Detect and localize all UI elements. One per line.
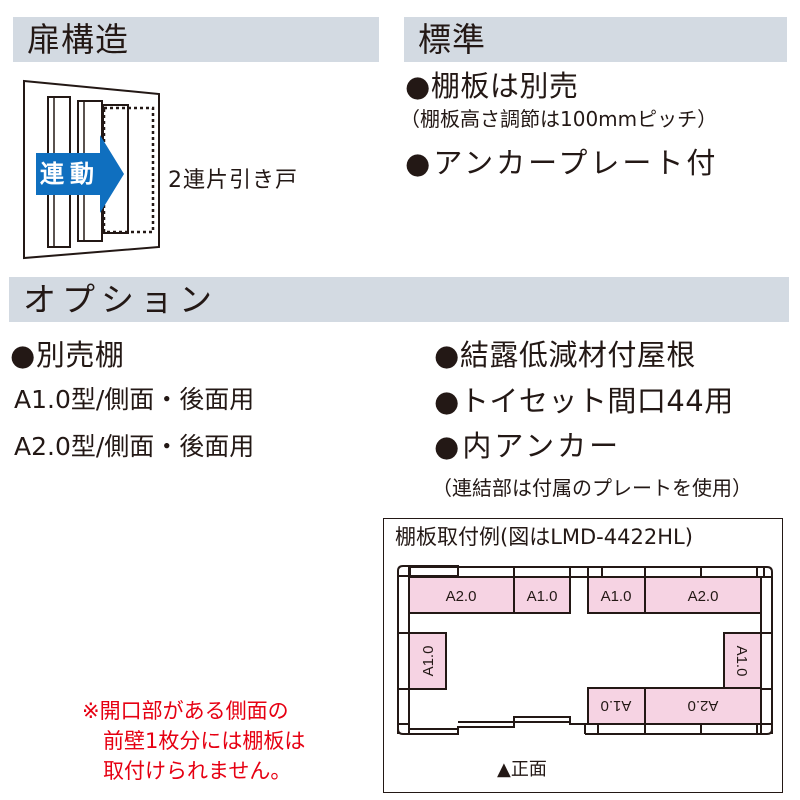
shelf-top-left-a1: A1.0 — [527, 588, 558, 605]
door-diagram-icon — [23, 79, 160, 260]
linked-motion-badge: 連動 — [40, 160, 100, 188]
option-inner-anchor-note: （連結部は付属のプレートを使用） — [432, 476, 752, 500]
shelf-left-side-a1: A1.0 — [420, 646, 437, 677]
option-toilet-set: トイセット間口44用 — [434, 384, 734, 418]
shelf-top-left-a2: A2.0 — [446, 588, 477, 605]
warning-line-1: ※開口部がある側面の — [82, 699, 289, 723]
standard-item-shelf: 棚板は別売 — [405, 69, 578, 103]
front-direction-label: ▲正面 — [497, 759, 547, 780]
door-type-label: 2連片引き戸 — [168, 168, 298, 193]
option-separate-shelf: 別売棚 — [10, 338, 124, 372]
option-roof: 結露低減材付屋根 — [434, 338, 696, 372]
shelf-example-panel — [383, 518, 783, 793]
option-inner-anchor: 内アンカー — [434, 429, 621, 463]
shelf-top-right-a1: A1.0 — [601, 588, 632, 605]
shelf-example-title: 棚板取付例(図はLMD-4422HL) — [395, 525, 693, 549]
warning-line-3: 取付けられません。 — [82, 759, 292, 783]
door-structure-header: 扉構造 — [13, 17, 379, 62]
standard-item-anchor: アンカープレート付 — [405, 146, 718, 180]
shelf-bottom-right-a1: A1.0 — [601, 697, 632, 714]
shelf-right-side-a1: A1.0 — [733, 646, 750, 677]
warning-line-2: 前壁1枚分には棚板は — [82, 729, 306, 753]
shelf-bottom-right-a2: A2.0 — [688, 697, 719, 714]
option-shelf-a1: A1.0型/側面・後面用 — [14, 385, 255, 414]
floor-plan-diagram: A2.0 A1.0 A1.0 A2.0 A1.0 A1.0 A1.0 A2.0 — [397, 565, 773, 735]
shelf-top-right-a2: A2.0 — [688, 588, 719, 605]
option-shelf-a2: A2.0型/側面・後面用 — [14, 432, 255, 461]
options-header: オプション — [9, 277, 789, 322]
standard-header: 標準 — [404, 17, 787, 62]
standard-item-shelf-note: （棚板高さ調節は100mmピッチ） — [400, 107, 718, 131]
